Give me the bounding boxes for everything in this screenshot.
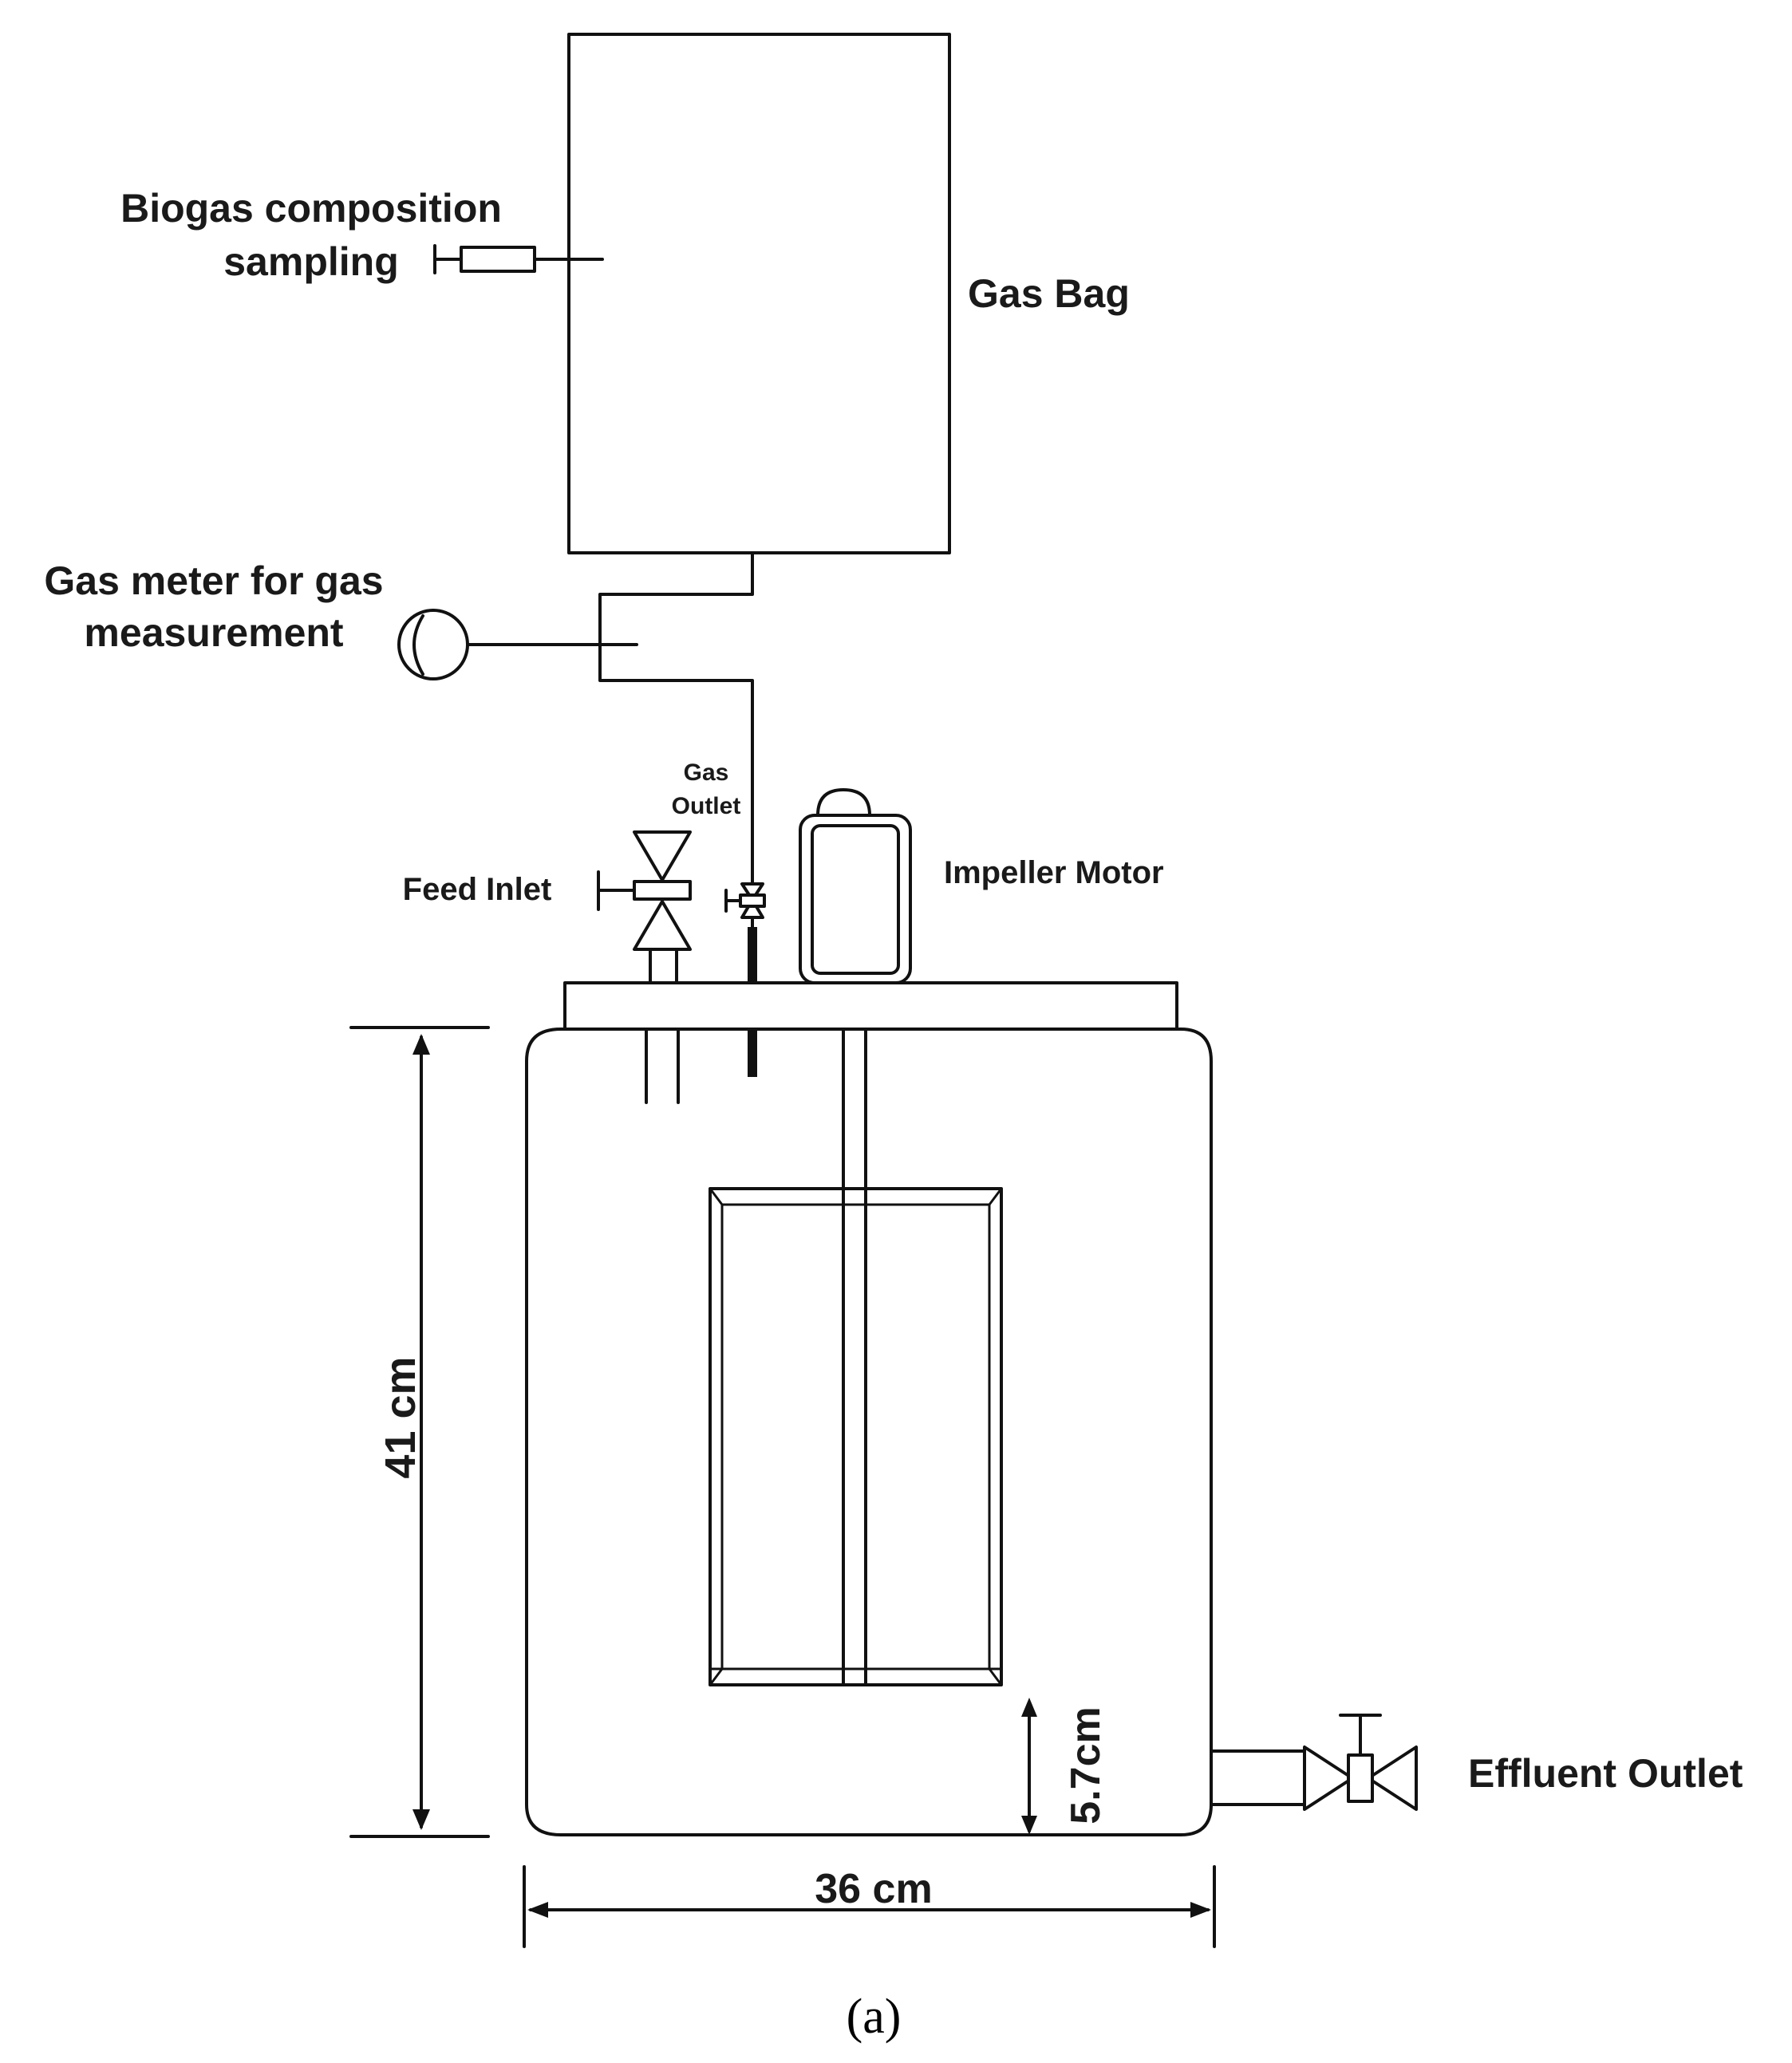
label-biogas-sampling-1: Biogas composition [120,186,502,231]
label-feed-inlet: Feed Inlet [403,872,552,907]
impeller-motor [799,788,912,984]
gas-meter [397,609,638,680]
label-clearance: 5.7cm [1063,1706,1109,1824]
dimension-clearance [1021,1698,1037,1835]
reactor-vessel [525,1028,1213,1836]
gas-pipe [598,551,754,886]
label-gas-bag: Gas Bag [968,271,1130,316]
feed-inlet-valve [597,830,692,1104]
gas-bag [567,33,951,554]
label-effluent-outlet: Effluent Outlet [1468,1751,1743,1796]
label-gas-outlet-2: Outlet [672,793,741,819]
label-biogas-sampling-2: sampling [223,239,398,284]
label-width: 36 cm [815,1866,932,1912]
reactor-lid [563,981,1178,1031]
label-gas-meter-1: Gas meter for gas [44,558,383,603]
effluent-outlet-valve [1210,1714,1418,1811]
label-impeller-motor: Impeller Motor [944,855,1164,890]
sampling-port [433,244,604,274]
dimension-height [349,1026,490,1838]
label-gas-meter-2: measurement [84,610,343,655]
gas-outlet-valve [724,882,766,1077]
impeller [709,1028,1003,1686]
label-gas-outlet-1: Gas [684,759,729,786]
dimension-width [523,1865,1216,1948]
caption: (a) [847,1990,902,2044]
label-height: 41 cm [377,1356,424,1478]
